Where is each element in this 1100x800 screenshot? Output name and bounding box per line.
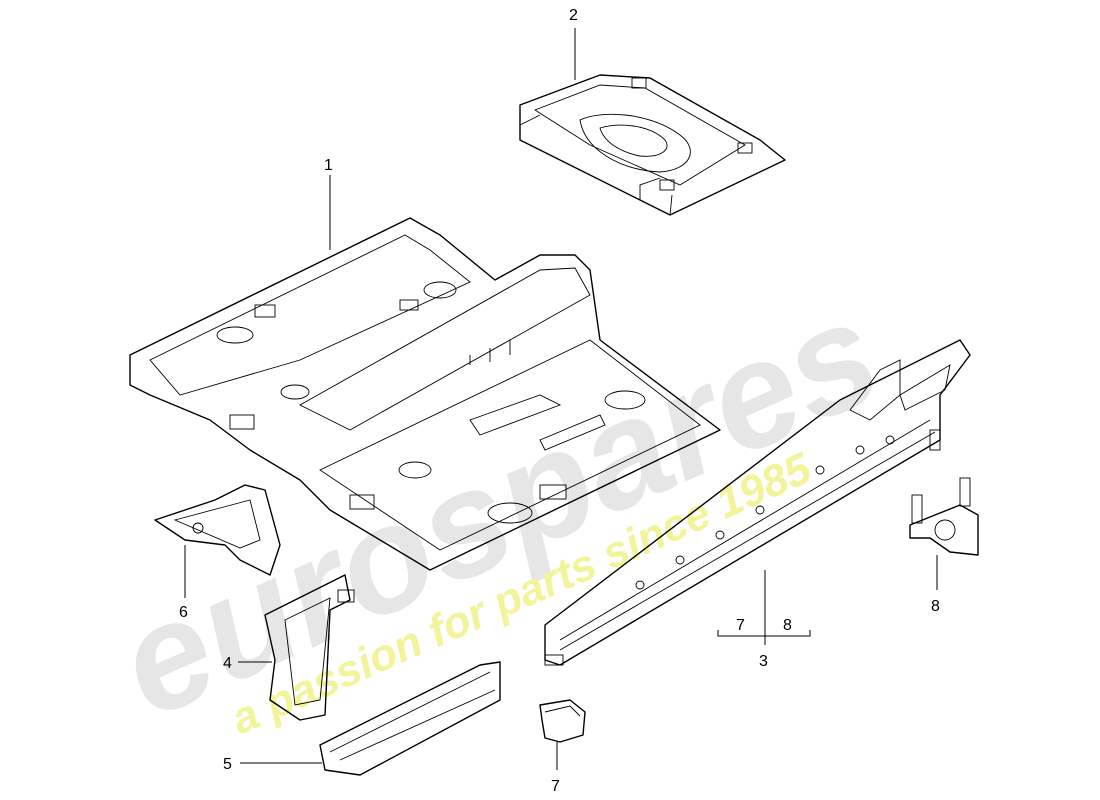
part-3-side-member — [544, 339, 971, 666]
part-1-main-floor — [129, 217, 721, 571]
callout-6: 6 — [179, 604, 188, 621]
callout-8-mount: 8 — [931, 598, 940, 615]
part-8-mount — [909, 477, 979, 556]
part-6-bracket — [154, 484, 281, 576]
watermark-brand: eurospares — [95, 267, 902, 749]
callout-4: 4 — [223, 655, 232, 672]
part-7-bracket — [539, 699, 586, 743]
part-4-pillar — [264, 574, 355, 721]
part-5-crossmember — [319, 661, 501, 776]
callout-1: 1 — [324, 157, 333, 174]
callouts: 1 2 3 7 8 8 6 4 5 7 — [179, 7, 940, 795]
callout-8-group: 8 — [783, 617, 792, 634]
leader-lines — [184, 28, 938, 770]
part-2-rear-floor — [519, 74, 786, 216]
callout-5: 5 — [223, 756, 232, 773]
callout-7-group: 7 — [736, 617, 745, 634]
watermark: eurospares a passion for parts since 198… — [95, 267, 902, 749]
callout-2: 2 — [569, 7, 578, 24]
callout-3: 3 — [759, 653, 768, 670]
callout-7-bracket: 7 — [551, 778, 560, 795]
